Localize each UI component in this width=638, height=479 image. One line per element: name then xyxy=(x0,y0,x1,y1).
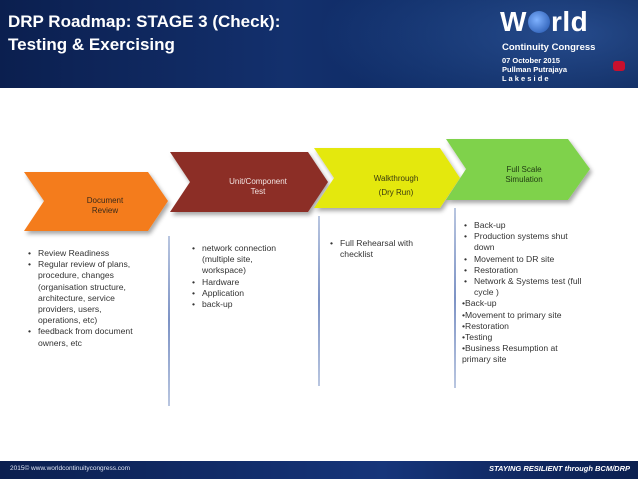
step-arrow-walkthrough xyxy=(314,148,460,208)
list-item: feedback from document owners, etc xyxy=(26,326,144,348)
logo-date: 07 October 2015 xyxy=(502,56,560,65)
list-item: Back-up xyxy=(462,220,586,231)
step-arrow-full-scale xyxy=(446,139,590,200)
list-item: Full Rehearsal with checklist xyxy=(328,238,438,260)
step-label-line: Document xyxy=(86,196,124,205)
list-item: Network & Systems test (full cycle ) xyxy=(462,276,586,298)
bullet-list: network connection (multiple site, works… xyxy=(190,243,290,310)
footer-website: 2015© www.worldcontinuitycongress.com xyxy=(10,465,131,472)
title-line-1: DRP Roadmap: STAGE 3 (Check): xyxy=(8,12,281,31)
step-label-walkthrough: Walkthrough (Dry Run) xyxy=(348,172,444,200)
footer-bar: 2015© www.worldcontinuitycongress.com ST… xyxy=(0,461,638,479)
list-item: Application xyxy=(190,288,290,299)
column-full-scale: Back-up Production systems shut down Mov… xyxy=(462,220,586,366)
step-label-line: Walkthrough xyxy=(373,174,419,183)
title-line-2: Testing & Exercising xyxy=(8,35,175,54)
logo-venue-2: L a k e s i d e xyxy=(502,74,549,83)
list-item: •Movement to primary site xyxy=(462,309,562,320)
list-item: •Business Resumption at primary site xyxy=(462,343,558,365)
step-label-line: Simulation xyxy=(505,175,543,184)
divider-line xyxy=(168,236,170,406)
column-walkthrough: Full Rehearsal with checklist xyxy=(328,238,438,260)
list-item: back-up xyxy=(190,299,290,310)
list-item-text: Testing xyxy=(465,332,493,343)
logo-event-info: 07 October 2015 Pullman Putrajaya L a k … xyxy=(502,56,567,83)
bullet-list: Full Rehearsal with checklist xyxy=(328,238,438,260)
column-unit-test: network connection (multiple site, works… xyxy=(190,243,290,310)
flag-badge-icon xyxy=(613,61,625,71)
list-item: Restoration xyxy=(462,265,586,276)
step-label-line: (Dry Run) xyxy=(378,188,414,197)
logo-letter-w: W xyxy=(500,6,527,37)
step-label-unit-test: Unit/Component Test xyxy=(208,177,308,197)
list-item-text: Back-up xyxy=(465,298,497,309)
footer-tagline: STAYING RESILIENT through BCM/DRP xyxy=(489,464,630,473)
list-item: Production systems shut down xyxy=(462,231,586,253)
step-arrow-unit-test xyxy=(170,152,328,212)
list-item: Movement to DR site xyxy=(462,254,586,265)
list-item: Review Readiness xyxy=(26,248,144,259)
slide-title: DRP Roadmap: STAGE 3 (Check): Testing & … xyxy=(8,10,280,56)
list-item: network connection (multiple site, works… xyxy=(190,243,290,277)
list-item: Hardware xyxy=(190,277,290,288)
list-item: •Back-up xyxy=(462,298,497,309)
column-document-review: Review Readiness Regular review of plans… xyxy=(26,248,144,349)
list-item-text: Business Resumption at primary site xyxy=(462,343,558,365)
step-label-line: Full Scale xyxy=(506,165,542,174)
logo-subtitle: Continuity Congress xyxy=(502,42,596,53)
logo-venue: Pullman Putrajaya xyxy=(502,65,568,74)
bullet-list: Review Readiness Regular review of plans… xyxy=(26,248,144,349)
step-arrow-document-review xyxy=(24,172,168,231)
globe-icon xyxy=(527,11,550,33)
header-banner: DRP Roadmap: STAGE 3 (Check): Testing & … xyxy=(0,0,638,88)
list-item: •Testing xyxy=(462,332,493,343)
list-item: Regular review of plans, procedure, chan… xyxy=(26,259,144,326)
divider-line xyxy=(318,216,320,386)
step-label-line: Unit/Component xyxy=(229,177,287,186)
step-label-document-review: Document Review xyxy=(60,196,150,216)
list-item: •Restoration xyxy=(462,320,509,331)
step-label-line: Test xyxy=(250,187,266,196)
list-item-text: Movement to primary site xyxy=(465,309,562,320)
list-item-text: Restoration xyxy=(465,320,509,331)
divider-line xyxy=(454,208,456,388)
step-label-full-scale: Full Scale Simulation xyxy=(478,165,570,185)
bullet-list: Back-up Production systems shut down Mov… xyxy=(462,220,586,366)
logo-letters-rld: rld xyxy=(550,6,589,37)
step-label-line: Review xyxy=(91,206,119,215)
